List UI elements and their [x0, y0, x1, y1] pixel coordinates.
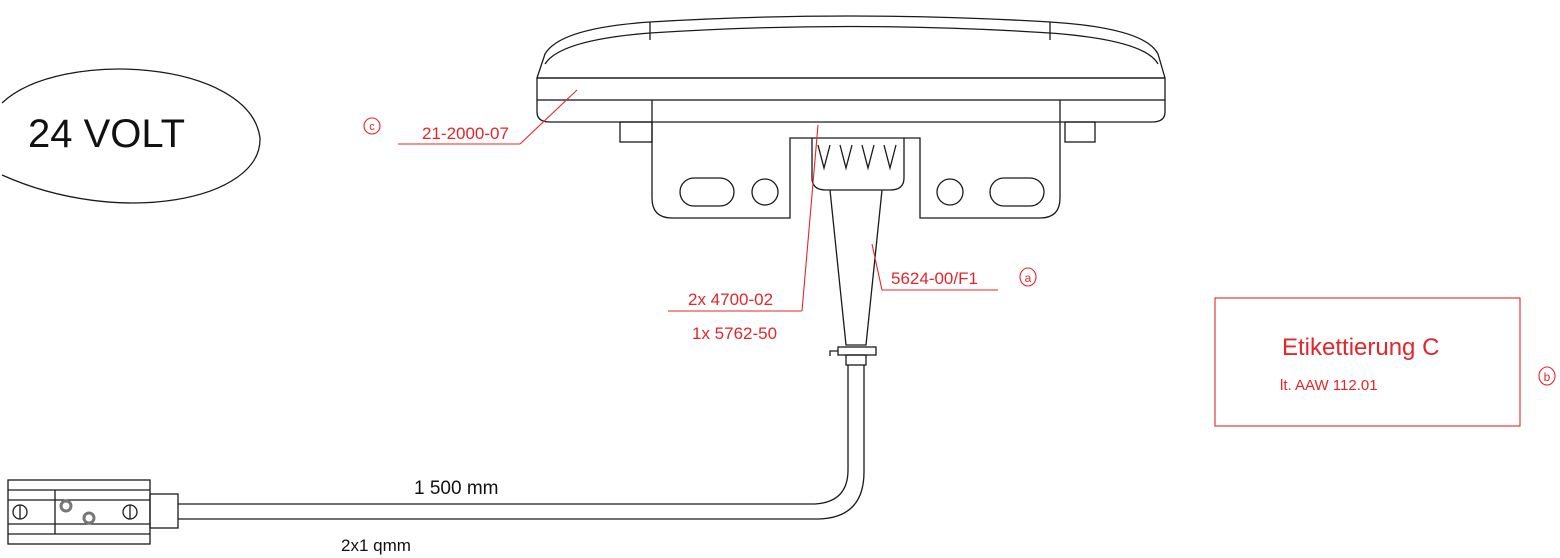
slot-left [679, 177, 735, 207]
marker-c-letter: c [369, 121, 375, 133]
label-box-subtitle: lt. AAW 112.01 [1280, 377, 1378, 394]
connector-neck [149, 493, 179, 529]
marker-a-circle [1019, 267, 1037, 287]
part-housing: 21-2000-07 [422, 124, 509, 143]
cable-tie [837, 346, 877, 356]
marker-a-letter: a [1025, 271, 1032, 285]
marker-b-circle [1538, 366, 1556, 386]
voltage-label: 24 VOLT [28, 112, 185, 156]
hole-right [936, 178, 964, 206]
side-lug-left [619, 121, 653, 143]
cable-cross-section: 2x1 qmm [341, 536, 411, 555]
lens-dome-outer [536, 15, 1166, 79]
slot-right [989, 177, 1045, 207]
part-grommet: 5624-00/F1 [891, 269, 978, 288]
housing-lower [536, 100, 1166, 123]
voltage-badge: 24 VOLT [1, 68, 261, 204]
lens-dome-inner [544, 25, 1159, 65]
grommet-taper [829, 189, 883, 346]
mounting-bracket [651, 100, 1061, 219]
connector [7, 479, 179, 545]
cable-length: 1 500 mm [414, 478, 498, 499]
part-contacts-line1: 2x 4700-02 [688, 290, 773, 309]
terminal-ring-2 [82, 511, 96, 525]
annotation-grommet: 5624-00/F1 a [871, 243, 1037, 291]
grommet-fin-4 [883, 144, 897, 171]
part-contacts-line2: 1x 5762-50 [692, 324, 777, 343]
leader-grommet [871, 243, 883, 291]
hole-left [751, 178, 779, 206]
marker-b-letter: b [1544, 370, 1551, 384]
annotation-contacts: 2x 4700-02 1x 5762-50 [668, 124, 819, 343]
leader-housing [519, 89, 578, 145]
cable [178, 365, 865, 520]
terminal-ring-1 [59, 499, 73, 513]
leader-contacts [801, 124, 819, 312]
grommet-fin-2 [839, 144, 853, 171]
cable-tie-tab [829, 350, 838, 356]
cable-inner [178, 365, 865, 520]
marker-c-circle [363, 117, 381, 135]
side-lug-right [1064, 121, 1096, 143]
housing-band [536, 77, 1166, 101]
cable-grommet [811, 138, 905, 366]
voltage-ellipse [1, 68, 261, 204]
grommet-head [811, 138, 905, 191]
grommet-fin-3 [861, 144, 875, 171]
label-box: Etikettierung C lt. AAW 112.01 b [1214, 297, 1556, 427]
grommet-fin-1 [817, 144, 831, 171]
lamp-housing [536, 15, 1166, 219]
label-box-title: Etikettierung C [1282, 334, 1439, 361]
label-box-frame [1214, 297, 1521, 427]
cable-sleeve [845, 354, 867, 366]
cable-outer [178, 365, 849, 505]
annotation-housing: c 21-2000-07 [363, 89, 578, 145]
